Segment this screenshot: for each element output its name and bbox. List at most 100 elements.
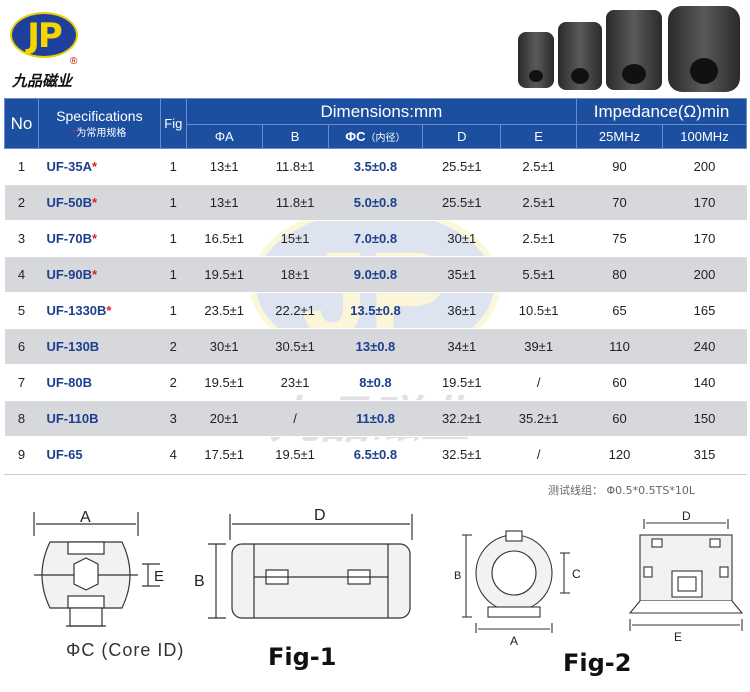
cell-model: UF-35A* bbox=[38, 148, 161, 185]
cell-fig: 4 bbox=[160, 436, 187, 473]
cell-b: 19.5±1 bbox=[262, 436, 329, 473]
cell-d: 32.5±1 bbox=[422, 436, 501, 473]
cell-b: 23±1 bbox=[262, 364, 329, 401]
cell-fig: 1 bbox=[160, 292, 187, 329]
cell-b: 22.2±1 bbox=[262, 292, 329, 329]
cell-a: 20±1 bbox=[186, 400, 263, 437]
cell-fig: 1 bbox=[160, 220, 187, 257]
brand-name: 九品磁业 bbox=[12, 72, 73, 90]
cell-impedance-100mhz: 170 bbox=[662, 184, 747, 221]
cell-core-id: 3.5±0.8 bbox=[328, 148, 423, 185]
fig2-dim-d: D bbox=[682, 509, 691, 523]
logo-text: JP bbox=[27, 16, 63, 56]
cell-e: / bbox=[500, 364, 577, 401]
cell-b: 15±1 bbox=[262, 220, 329, 257]
cell-model: UF-90B* bbox=[38, 256, 161, 293]
fig2-front-view bbox=[462, 530, 570, 633]
fig2-drawing: B C A D E bbox=[454, 509, 744, 648]
cell-impedance-25mhz: 80 bbox=[576, 256, 663, 293]
cell-no: 1 bbox=[4, 148, 39, 185]
cell-impedance-100mhz: 140 bbox=[662, 364, 747, 401]
divider bbox=[4, 474, 747, 475]
header-a: ΦA bbox=[185, 124, 263, 149]
cell-core-id: 6.5±0.8 bbox=[328, 436, 423, 473]
cell-model: UF-65 bbox=[38, 436, 161, 473]
cell-e: 2.5±1 bbox=[500, 148, 577, 185]
product-photo bbox=[510, 4, 746, 96]
fig2-dim-e: E bbox=[674, 630, 682, 644]
cell-core-id: 8±0.8 bbox=[328, 364, 423, 401]
cell-no: 6 bbox=[4, 328, 39, 365]
cell-no: 4 bbox=[4, 256, 39, 293]
cell-impedance-100mhz: 200 bbox=[662, 148, 747, 185]
cell-fig: 1 bbox=[160, 148, 187, 185]
cell-fig: 1 bbox=[160, 256, 187, 293]
cell-d: 30±1 bbox=[422, 220, 501, 257]
cell-impedance-100mhz: 165 bbox=[662, 292, 747, 329]
cell-a: 13±1 bbox=[186, 184, 263, 221]
cell-no: 8 bbox=[4, 400, 39, 437]
cell-b: 11.8±1 bbox=[262, 184, 329, 221]
cell-impedance-25mhz: 60 bbox=[576, 400, 663, 437]
cell-model: UF-130B bbox=[38, 328, 161, 365]
cell-a: 13±1 bbox=[186, 148, 263, 185]
cell-e: 10.5±1 bbox=[500, 292, 577, 329]
brand-logo: JP bbox=[10, 10, 80, 60]
cell-fig: 1 bbox=[160, 184, 187, 221]
cell-impedance-25mhz: 120 bbox=[576, 436, 663, 473]
cell-fig: 2 bbox=[160, 328, 187, 365]
fig2-dim-b: B bbox=[454, 570, 461, 582]
fig1-side-view bbox=[208, 514, 413, 619]
header-no: No bbox=[4, 98, 39, 149]
cell-no: 5 bbox=[4, 292, 39, 329]
header-fig: Fig bbox=[159, 98, 187, 149]
cell-fig: 2 bbox=[160, 364, 187, 401]
cell-e: 5.5±1 bbox=[500, 256, 577, 293]
cell-d: 34±1 bbox=[422, 328, 501, 365]
cell-a: 19.5±1 bbox=[186, 364, 263, 401]
cell-no: 3 bbox=[4, 220, 39, 257]
cell-d: 19.5±1 bbox=[422, 364, 501, 401]
cell-e: / bbox=[500, 436, 577, 473]
cell-b: 18±1 bbox=[262, 256, 329, 293]
cell-impedance-25mhz: 60 bbox=[576, 364, 663, 401]
cell-a: 16.5±1 bbox=[186, 220, 263, 257]
cell-core-id: 13.5±0.8 bbox=[328, 292, 423, 329]
header-c: ΦC（内径） bbox=[327, 124, 424, 149]
cell-d: 36±1 bbox=[422, 292, 501, 329]
cell-fig: 3 bbox=[160, 400, 187, 437]
fig1-label: Fig-1 bbox=[268, 643, 337, 671]
cell-impedance-25mhz: 65 bbox=[576, 292, 663, 329]
header-e: E bbox=[500, 124, 578, 149]
header-d: D bbox=[422, 124, 502, 149]
cell-impedance-25mhz: 110 bbox=[576, 328, 663, 365]
test-wire-note: 测试线组： Φ0.5*0.5TS*10L bbox=[548, 484, 695, 497]
header-dimensions: Dimensions:mm bbox=[185, 98, 578, 125]
cell-impedance-100mhz: 170 bbox=[662, 220, 747, 257]
cell-impedance-25mhz: 90 bbox=[576, 148, 663, 185]
fig1-dim-d: D bbox=[314, 507, 326, 524]
cell-impedance-100mhz: 150 bbox=[662, 400, 747, 437]
cell-a: 19.5±1 bbox=[186, 256, 263, 293]
cell-model: UF-110B bbox=[38, 400, 161, 437]
fig2-dim-c: C bbox=[572, 567, 581, 581]
cell-a: 23.5±1 bbox=[186, 292, 263, 329]
cell-model: UF-50B* bbox=[38, 184, 161, 221]
cell-impedance-100mhz: 315 bbox=[662, 436, 747, 473]
cell-b: 30.5±1 bbox=[262, 328, 329, 365]
cell-impedance-100mhz: 240 bbox=[662, 328, 747, 365]
fig1-end-view bbox=[33, 512, 160, 627]
fig2-side-view bbox=[628, 519, 744, 631]
cell-e: 2.5±1 bbox=[500, 220, 577, 257]
registered-mark: ® bbox=[70, 56, 78, 67]
header-b: B bbox=[261, 124, 329, 149]
cell-e: 39±1 bbox=[500, 328, 577, 365]
cell-core-id: 9.0±0.8 bbox=[328, 256, 423, 293]
cell-no: 9 bbox=[4, 436, 39, 473]
